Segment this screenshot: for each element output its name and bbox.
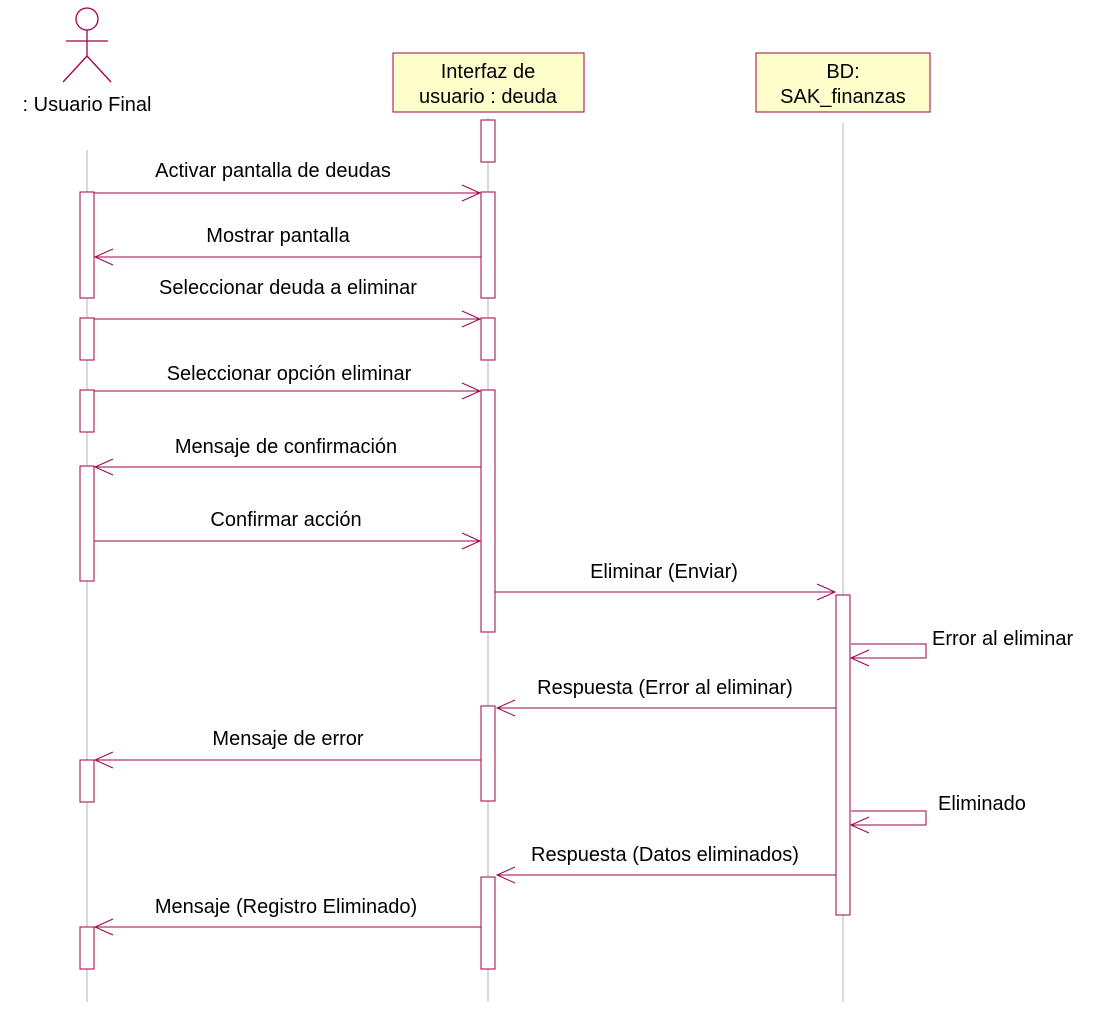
- message-label: Mensaje (Registro Eliminado): [155, 896, 417, 918]
- message-label: Activar pantalla de deudas: [155, 160, 391, 182]
- message-label: Confirmar acción: [210, 509, 361, 531]
- actor-usuario-final: : Usuario Final: [23, 7, 152, 116]
- object-label-line-2: SAK_finanzas: [780, 86, 906, 108]
- message: Mensaje de error: [93, 728, 481, 769]
- message-label: Eliminar (Enviar): [590, 561, 738, 583]
- activation-bar: [79, 389, 95, 433]
- message: Eliminar (Enviar): [495, 561, 837, 601]
- message: Respuesta (Error al eliminar): [495, 677, 836, 717]
- activation-bar: [480, 876, 496, 970]
- message-label: Respuesta (Error al eliminar): [537, 677, 793, 699]
- activation-bar: [79, 317, 95, 361]
- message-label: Seleccionar opción eliminar: [167, 363, 412, 385]
- actor-right-leg: [86, 55, 112, 83]
- activation-bar: [480, 191, 496, 299]
- message-label: Error al eliminar: [932, 628, 1073, 650]
- object-bd-sak-finanzas: BD: SAK_finanzas: [755, 52, 931, 113]
- activation-bar: [835, 594, 851, 916]
- self-message: Error al eliminar: [849, 628, 1073, 667]
- message-label: Mostrar pantalla: [206, 225, 350, 247]
- activation-bar: [79, 759, 95, 803]
- actor-head: [75, 7, 99, 31]
- message: Respuesta (Datos eliminados): [495, 844, 836, 884]
- object-interfaz-usuario: Interfaz de usuario : deuda: [392, 52, 585, 113]
- object-label-line-2: usuario : deuda: [419, 86, 558, 108]
- object-box: [755, 52, 931, 113]
- message: Mensaje (Registro Eliminado): [93, 896, 481, 936]
- activation-bar: [480, 705, 496, 802]
- activation-bar: [480, 389, 496, 633]
- activation-bar: [480, 317, 496, 361]
- message: Confirmar acción: [94, 509, 482, 550]
- message-label: Mensaje de confirmación: [175, 436, 397, 458]
- message: Mensaje de confirmación: [93, 436, 481, 476]
- message-label: Seleccionar deuda a eliminar: [159, 277, 417, 299]
- object-box: [392, 52, 585, 113]
- actor-left-leg: [62, 55, 88, 83]
- message-label: Mensaje de error: [212, 728, 364, 750]
- message: Seleccionar opción eliminar: [94, 363, 482, 400]
- message-label: Respuesta (Datos eliminados): [531, 844, 799, 866]
- activation-bar: [79, 926, 95, 970]
- activation-bar: [480, 119, 496, 163]
- object-label-line-1: BD:: [826, 61, 859, 83]
- object-label-line-1: Interfaz de: [441, 61, 536, 83]
- message: Mostrar pantalla: [93, 225, 481, 266]
- message-label: Eliminado: [938, 793, 1026, 815]
- activation-bar: [79, 465, 95, 582]
- message: Seleccionar deuda a eliminar: [94, 277, 482, 328]
- activation-bar: [79, 191, 95, 299]
- self-message: Eliminado: [849, 793, 1026, 834]
- actor-label: : Usuario Final: [23, 94, 152, 116]
- message: Activar pantalla de deudas: [94, 160, 482, 202]
